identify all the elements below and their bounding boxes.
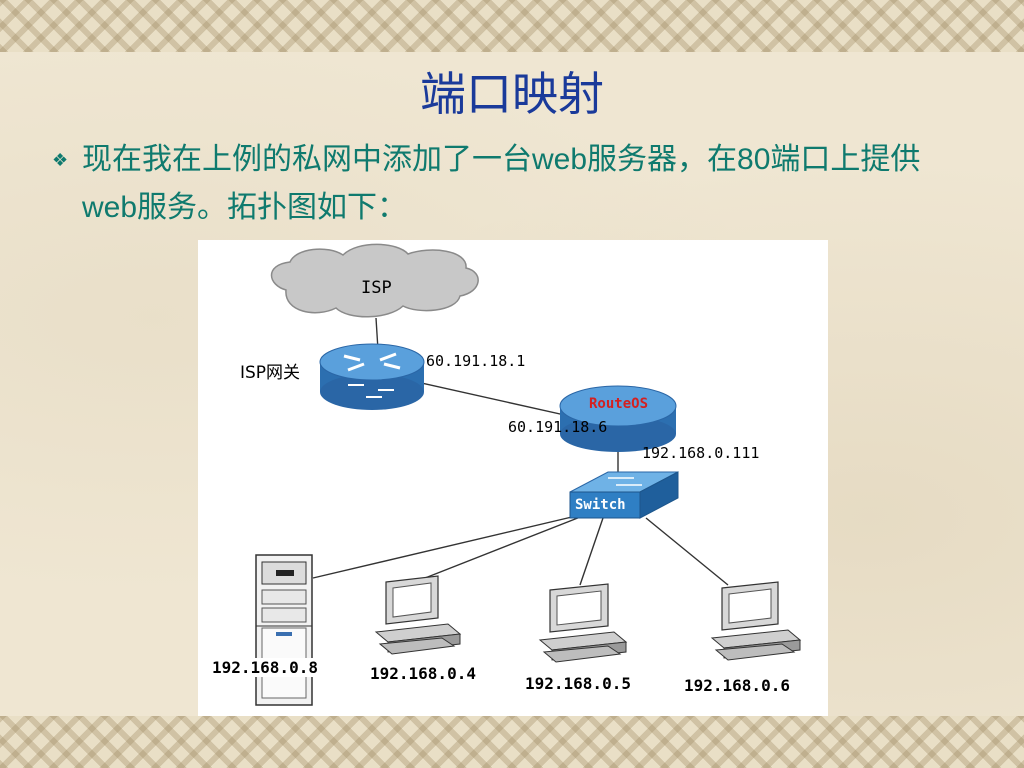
routeros-label: RouteOS — [589, 396, 649, 412]
isp-cloud-icon — [270, 243, 479, 318]
isp-gateway-router-icon — [319, 343, 425, 410]
link-gateway-routeros — [407, 379, 579, 419]
switch-icon — [569, 471, 679, 519]
link-switch-pc1 — [419, 511, 594, 581]
link-switch-server — [312, 511, 594, 579]
pc1-ip-label: 192.168.0.4 — [370, 664, 476, 683]
network-topology-diagram: ISP ISP网关 60.191.18.1 RouteOS 60.191.18.… — [198, 240, 828, 716]
connection-lines — [312, 317, 729, 586]
topology-graphics — [255, 243, 802, 706]
server-ip-label: 192.168.0.8 — [212, 658, 318, 677]
bullet-item: ❖ 现在我在上例的私网中添加了一台web服务器，在80端口上提供web服务。拓扑… — [52, 136, 982, 232]
server-tower-icon — [255, 554, 313, 706]
isp-gateway-ip-label: 60.191.18.1 — [426, 352, 526, 370]
switch-label: Switch — [575, 497, 626, 513]
routeros-wan-ip-label: 60.191.18.6 — [508, 418, 608, 436]
diamond-bullet-icon: ❖ — [52, 150, 69, 170]
decorative-border-top — [0, 0, 1024, 52]
decorative-border-bottom — [0, 716, 1024, 768]
pc-workstation-icon-2 — [538, 583, 628, 663]
pc-workstation-icon-3 — [710, 581, 802, 661]
slide-title: 端口映射 — [420, 67, 604, 121]
pc2-ip-label: 192.168.0.5 — [525, 674, 631, 693]
isp-cloud-label: ISP — [361, 278, 392, 298]
isp-gateway-label: ISP网关 — [240, 358, 301, 383]
link-switch-pc2 — [579, 517, 604, 586]
bullet-text: 现在我在上例的私网中添加了一台web服务器，在80端口上提供web服务。拓扑图如… — [82, 143, 921, 224]
routeros-router-icon — [559, 385, 677, 452]
routeros-lan-ip-label: 192.168.0.111 — [642, 444, 760, 462]
pc-workstation-icon-1 — [374, 575, 462, 655]
pc3-ip-label: 192.168.0.6 — [684, 676, 790, 695]
link-switch-pc3 — [645, 517, 729, 586]
